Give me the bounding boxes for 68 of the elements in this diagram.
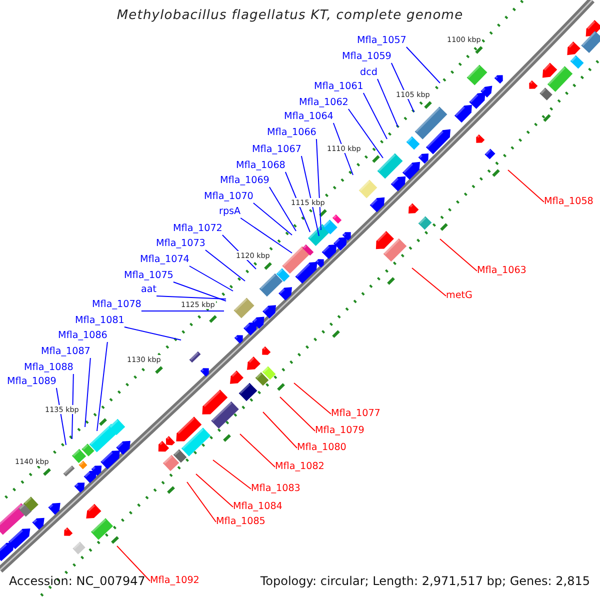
leader-line — [156, 296, 226, 300]
leader-line — [84, 358, 91, 428]
gene-label: Mfla_1081 — [75, 315, 124, 327]
gene-label: Mfla_1088 — [24, 362, 74, 374]
gene-label: Mfla_1080 — [297, 442, 346, 454]
leader-line — [186, 482, 216, 522]
gene-label: Mfla_1072 — [173, 223, 222, 235]
gene-label: aat — [141, 284, 157, 296]
gene-label: dcd — [360, 67, 378, 79]
gene-label: Mfla_1058 — [544, 196, 594, 208]
leader-line — [140, 310, 224, 312]
leader-line — [240, 218, 292, 254]
leader-line — [240, 434, 276, 468]
gene-label: Mfla_1087 — [41, 346, 90, 358]
leader-line — [116, 546, 150, 582]
leader-line — [212, 460, 252, 490]
gene-label: Mfla_1082 — [275, 461, 324, 473]
gene-label: metG — [446, 290, 472, 302]
title: Methylobacillus flagellatus KT, complete genome — [116, 10, 464, 22]
leader-line — [56, 388, 66, 446]
gene-label: Mfla_1069 — [220, 175, 270, 187]
gene-label: Mfla_1063 — [477, 265, 526, 277]
info-text: Topology: circular; Length: 2,971,517 bp; Genes: 2,815 — [260, 575, 590, 587]
gene-label: Mfla_1068 — [236, 160, 286, 172]
gene-label: Mfla_1086 — [58, 330, 108, 342]
gene-label: Mfla_1083 — [251, 483, 300, 495]
gene-label: Mfla_1062 — [299, 97, 348, 109]
leader-line — [362, 92, 388, 140]
leader-line — [280, 396, 316, 432]
leader-line — [172, 282, 226, 302]
leader-line — [294, 382, 332, 414]
gene-label: Mfla_1059 — [342, 51, 392, 63]
gene-label: Mfla_1070 — [204, 191, 254, 203]
gene-label: Mfla_1057 — [357, 35, 406, 47]
gene-label: Mfla_1084 — [233, 501, 282, 513]
gene-label: Mfla_1064 — [284, 111, 334, 123]
leader-line — [262, 412, 298, 448]
leader-line — [268, 186, 296, 232]
gene-label: Mfla_1089 — [7, 376, 56, 388]
leader-line — [440, 238, 478, 272]
gene-label: Mfla_1079 — [315, 425, 364, 437]
leader-line — [252, 202, 292, 236]
leader-line — [196, 474, 234, 508]
gene-label: Mfla_1085 — [216, 516, 266, 528]
gene-label: Mfla_1074 — [140, 254, 190, 266]
leader-line — [376, 78, 398, 128]
gene-label: Mfla_1075 — [124, 270, 174, 282]
leader-line — [284, 172, 310, 232]
gene-label: Mfla_1067 — [252, 144, 302, 156]
leader-line — [406, 46, 440, 84]
leader-line — [188, 266, 234, 292]
gene-label: Mfla_1066 — [267, 127, 316, 139]
leader-line — [300, 156, 320, 236]
leader-line — [96, 342, 108, 432]
leader-line — [348, 108, 384, 158]
gene-label: Mfla_1078 — [92, 299, 142, 311]
gene-label: Mfla_1061 — [314, 81, 364, 93]
leader-line — [332, 122, 354, 176]
gene-label: Mfla_1092 — [150, 575, 200, 587]
leader-line — [204, 250, 246, 282]
gene-label: Mfla_1073 — [156, 238, 206, 250]
info-text: Accession: NC_007947 — [9, 575, 146, 587]
gene-label: rpsA — [219, 206, 241, 218]
leader-line — [508, 170, 544, 202]
gene-label: Mfla_1077 — [331, 408, 380, 420]
leader-line — [316, 138, 322, 230]
leader-line — [124, 326, 182, 340]
leader-line — [412, 268, 446, 296]
